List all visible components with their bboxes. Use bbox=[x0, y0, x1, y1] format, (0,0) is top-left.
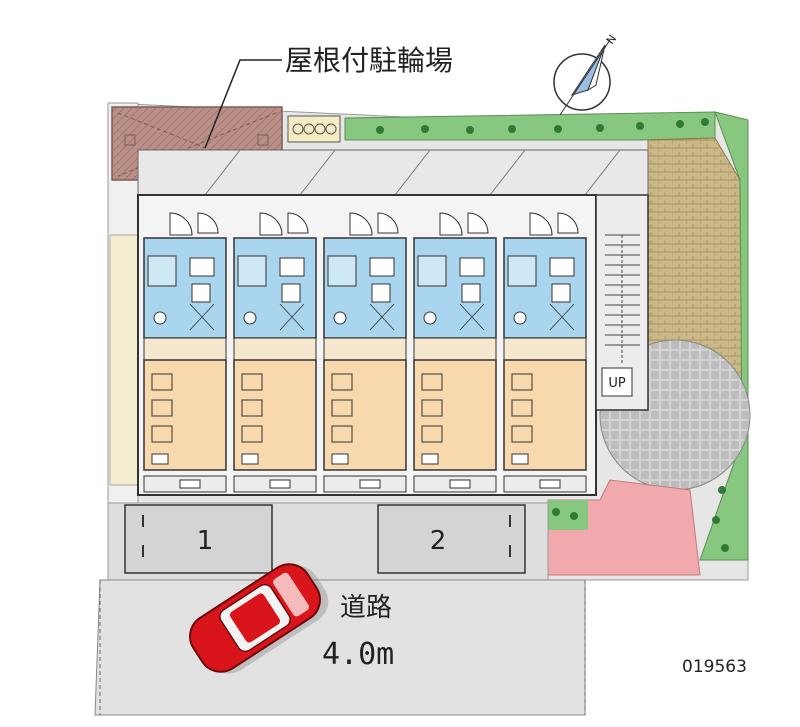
apartment-units bbox=[143, 212, 587, 493]
open-corridor bbox=[137, 149, 649, 196]
living-room bbox=[323, 359, 407, 471]
washbasin-icon bbox=[459, 257, 485, 277]
entry-door-icon bbox=[439, 212, 463, 236]
stove-icon bbox=[281, 283, 301, 303]
furniture-icon bbox=[511, 425, 533, 443]
living-room bbox=[503, 359, 587, 471]
bathtub-icon bbox=[327, 255, 357, 287]
furniture-icon bbox=[421, 425, 443, 443]
hallway bbox=[233, 337, 317, 361]
hallway bbox=[323, 337, 407, 361]
apartment-unit bbox=[413, 212, 497, 493]
aircon-icon bbox=[331, 453, 349, 465]
outdoor-unit-icon bbox=[359, 479, 381, 489]
washbasin-icon bbox=[369, 257, 395, 277]
door-icon bbox=[557, 212, 579, 234]
stairs-up-label: UP bbox=[608, 376, 626, 391]
property-code: 019563 bbox=[682, 657, 747, 677]
entry-door-icon bbox=[169, 212, 193, 236]
parking-space-1 bbox=[124, 504, 273, 574]
hallway bbox=[413, 337, 497, 361]
aircon-icon bbox=[421, 453, 439, 465]
aircon-icon bbox=[241, 453, 259, 465]
bathtub-icon bbox=[237, 255, 267, 287]
car-icon bbox=[189, 563, 329, 674]
furniture-icon bbox=[241, 399, 263, 417]
entry-door-icon bbox=[349, 212, 373, 236]
stove-icon bbox=[191, 283, 211, 303]
furniture-icon bbox=[331, 399, 353, 417]
parking-space-2 bbox=[377, 504, 526, 574]
entry-door-icon bbox=[259, 212, 283, 236]
storage-icon bbox=[279, 303, 305, 331]
storage-icon bbox=[459, 303, 485, 331]
furniture-icon bbox=[511, 373, 533, 391]
bathtub-icon bbox=[147, 255, 177, 287]
door-icon bbox=[287, 212, 309, 234]
furniture-icon bbox=[421, 373, 443, 391]
compass-north-label: N bbox=[604, 33, 619, 47]
bathtub-icon bbox=[417, 255, 447, 287]
parking-number-1: 1 bbox=[197, 526, 214, 556]
storage-icon bbox=[369, 303, 395, 331]
toilet-icon bbox=[333, 311, 347, 325]
toilet-icon bbox=[243, 311, 257, 325]
bike-parking-label: 屋根付駐輪場 bbox=[285, 44, 453, 77]
washbasin-icon bbox=[279, 257, 305, 277]
furniture-icon bbox=[421, 399, 443, 417]
bike-parking-leader bbox=[204, 59, 282, 149]
outdoor-unit-icon bbox=[449, 479, 471, 489]
door-icon bbox=[197, 212, 219, 234]
apartment-unit bbox=[503, 212, 587, 493]
apartment-unit bbox=[323, 212, 407, 493]
compass-icon bbox=[553, 39, 611, 116]
outdoor-unit-icon bbox=[539, 479, 561, 489]
bathtub-icon bbox=[507, 255, 537, 287]
furniture-icon bbox=[331, 425, 353, 443]
furniture-icon bbox=[151, 373, 173, 391]
living-room bbox=[413, 359, 497, 471]
furniture-icon bbox=[241, 425, 263, 443]
furniture-icon bbox=[151, 399, 173, 417]
apartment-unit bbox=[143, 212, 227, 493]
furniture-icon bbox=[241, 373, 263, 391]
storage-icon bbox=[549, 303, 575, 331]
garden-strip-top bbox=[344, 111, 716, 141]
toilet-icon bbox=[513, 311, 527, 325]
washbasin-icon bbox=[549, 257, 575, 277]
furniture-icon bbox=[331, 373, 353, 391]
stove-icon bbox=[551, 283, 571, 303]
outdoor-unit-icon bbox=[179, 479, 201, 489]
stove-icon bbox=[461, 283, 481, 303]
entry-door-icon bbox=[529, 212, 553, 236]
garden-shrubs-top bbox=[376, 118, 709, 134]
stove-icon bbox=[371, 283, 391, 303]
aircon-icon bbox=[151, 453, 169, 465]
storage-icon bbox=[189, 303, 215, 331]
outdoor-unit-icon bbox=[269, 479, 291, 489]
apartment-unit bbox=[233, 212, 317, 493]
living-room bbox=[233, 359, 317, 471]
door-icon bbox=[377, 212, 399, 234]
toilet-icon bbox=[423, 311, 437, 325]
road-width-label: 4.0m bbox=[322, 637, 394, 672]
washbasin-icon bbox=[189, 257, 215, 277]
toilet-icon bbox=[153, 311, 167, 325]
aircon-icon bbox=[511, 453, 529, 465]
furniture-icon bbox=[511, 399, 533, 417]
hallway bbox=[143, 337, 227, 361]
parking-number-2: 2 bbox=[430, 526, 447, 556]
garden-strip-right bbox=[699, 111, 749, 561]
living-room bbox=[143, 359, 227, 471]
furniture-icon bbox=[151, 425, 173, 443]
hallway bbox=[503, 337, 587, 361]
road-label: 道路 bbox=[340, 593, 392, 623]
door-icon bbox=[467, 212, 489, 234]
